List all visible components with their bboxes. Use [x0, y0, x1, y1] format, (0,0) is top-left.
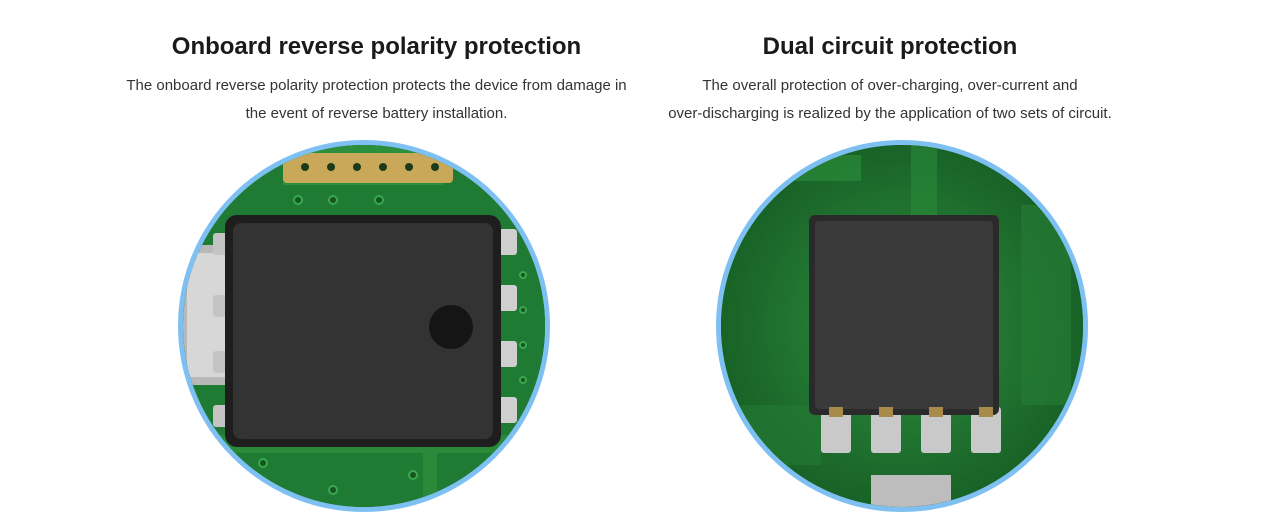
protection-ic-photo	[716, 140, 1088, 512]
feature-title: Dual circuit protection	[762, 33, 1018, 60]
feature-title: Onboard reverse polarity protection	[171, 33, 582, 60]
mosfet-chip-photo	[178, 140, 550, 512]
feature-description-line-2: the event of reverse battery installatio…	[245, 105, 508, 122]
feature-description-line-1: The onboard reverse polarity protection …	[126, 77, 627, 94]
feature-description-line-2: over-discharging is realized by the appl…	[668, 105, 1112, 122]
protection-ic-illustration	[721, 145, 1083, 507]
mosfet-chip-illustration	[183, 145, 545, 507]
feature-description-line-1: The overall protection of over-charging,…	[702, 77, 1078, 94]
